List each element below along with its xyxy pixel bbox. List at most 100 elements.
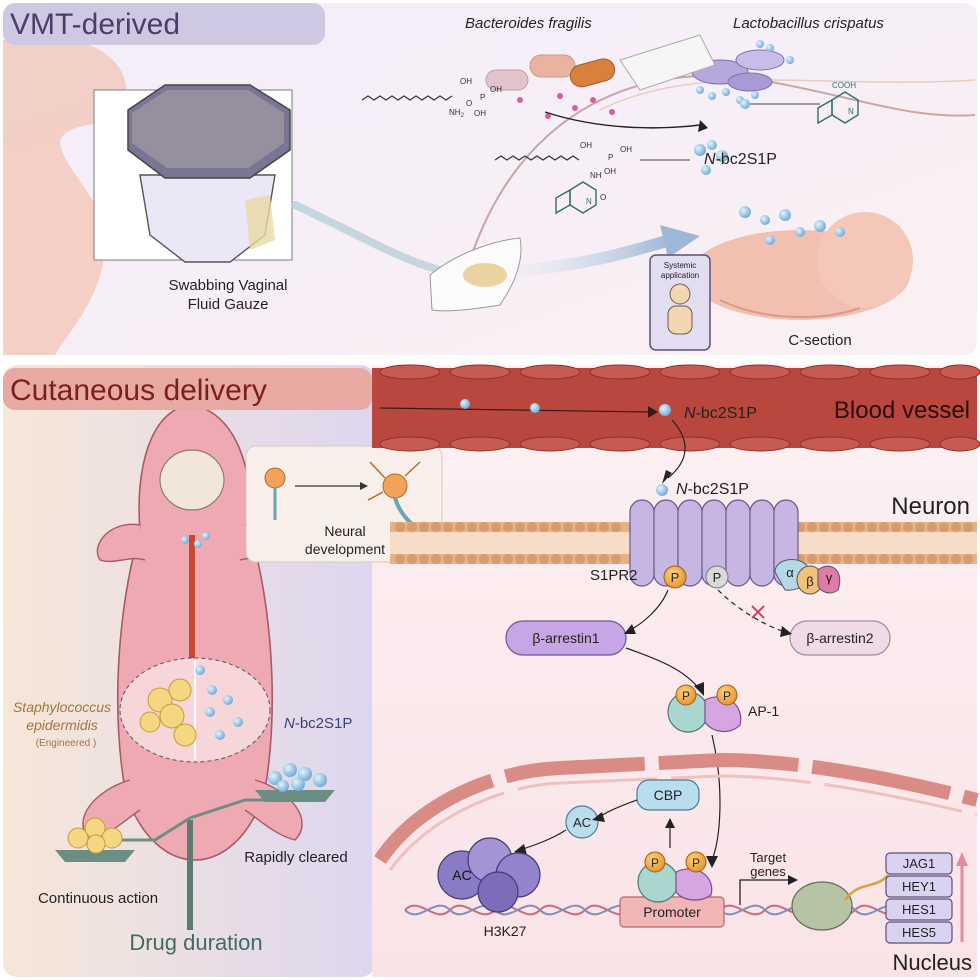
chem-oh2: OH xyxy=(490,85,502,94)
ap1-label: AP-1 xyxy=(748,703,779,719)
bacteroides-label: Bacteroides fragilis xyxy=(465,15,592,32)
arrow-ac-to-histone-head xyxy=(514,844,527,855)
top-title-bar xyxy=(3,3,325,45)
left-tray xyxy=(55,850,135,862)
arrow-to-barrestin2-head xyxy=(780,626,792,637)
vessel-to-neuron-arrow-head xyxy=(662,470,672,484)
vessel-molecule-suffix: -bc2S1P xyxy=(696,405,757,422)
neural-dev-arrow-head xyxy=(360,482,368,490)
staph-line2: epidermidis xyxy=(26,717,98,733)
arrow-to-ap1 xyxy=(625,647,701,691)
conjugation-arrow-head xyxy=(698,120,708,132)
mouse-brain xyxy=(159,449,225,511)
target-genes-line1: Target xyxy=(750,850,787,865)
chem-oh4: OH xyxy=(580,141,592,150)
chem-n2: N xyxy=(586,197,592,206)
nbc2s1p-cluster-top xyxy=(694,140,845,245)
transfer-arrow-2 xyxy=(519,234,676,276)
cbp-label: CBP xyxy=(654,787,683,803)
neural-dev-line2: development xyxy=(305,541,385,557)
staph-line1: Staphylococcus xyxy=(13,699,111,715)
staph-cluster-mouse xyxy=(139,678,197,747)
vessel-molecule-prefix: N xyxy=(684,405,696,422)
receptor-phospho-2-label: P xyxy=(713,570,722,585)
barrestin1-shape xyxy=(505,620,627,656)
barrestin1-label: β-arrestin1 xyxy=(532,630,599,646)
lactobacillus-label: Lactobacillus crispatus xyxy=(733,15,884,32)
gene-boxes xyxy=(885,852,953,944)
blood-vessel-label: Blood vessel xyxy=(834,397,970,424)
chem-oh5: OH xyxy=(620,145,632,154)
receptor-phospho-1 xyxy=(663,565,687,589)
transfer-arrow-1 xyxy=(291,201,444,274)
barrestin2-label: β-arrestin2 xyxy=(806,630,873,646)
receptor-molecule-label: N-bc2S1P xyxy=(676,481,749,498)
ap1-phospho-2-label: P xyxy=(723,689,731,703)
s1pr2-label: S1PR2 xyxy=(590,567,638,584)
chem-cooh: COOH xyxy=(832,81,856,90)
histone-complex xyxy=(437,837,541,913)
arrow-to-barrestin2-blocked xyxy=(717,589,787,633)
pink-metabolites xyxy=(517,93,615,119)
chem-nh2-sub: 2 xyxy=(461,113,465,119)
chem-oh1: OH xyxy=(460,77,472,86)
gene-jag1: JAG1 xyxy=(903,856,936,871)
chem-oh3: OH xyxy=(474,109,486,118)
top-molecule-label: N-bc2S1P xyxy=(704,151,777,168)
quinoline-ring-2b xyxy=(555,188,571,215)
right-tray-dots xyxy=(268,763,327,792)
gene-hes1: HES1 xyxy=(902,902,936,917)
baby-head xyxy=(817,212,913,308)
chem-o1: O xyxy=(466,99,472,108)
gauze-in-container xyxy=(245,195,275,250)
vessel-flow-arrow xyxy=(379,407,651,413)
target-genes-line2: genes xyxy=(750,864,786,879)
ac-shape xyxy=(565,805,599,839)
vessel-molecule-label: N-bc2S1P xyxy=(684,405,757,422)
left-tray-staph xyxy=(67,817,123,854)
promoter-phospho-2 xyxy=(685,851,707,873)
neuron-label: Neuron xyxy=(891,493,970,520)
chem-nh: NH xyxy=(590,171,602,180)
vessel-flow-arrow-head xyxy=(648,406,658,418)
neural-dev-line1: Neural xyxy=(324,523,365,539)
promoter-up-arrow-head xyxy=(665,818,675,828)
promoter-phospho-2-label: P xyxy=(692,856,700,870)
transfer-arrow-2-head xyxy=(660,225,700,258)
arrow-cbp-to-ac-head xyxy=(592,812,605,822)
vessel-cells xyxy=(379,364,980,452)
continuous-action-label: Continuous action xyxy=(38,890,158,907)
ac-label-1: AC xyxy=(573,815,591,830)
receptor-phospho-2 xyxy=(705,565,729,589)
blood-vessel xyxy=(372,368,977,448)
g-protein-gamma xyxy=(817,565,841,594)
systemic-line2: application xyxy=(661,271,699,280)
systemic-baby-head xyxy=(669,283,691,305)
chem-nh2-main: NH xyxy=(449,108,461,117)
bottom-title-bar xyxy=(3,368,372,410)
top-molecule-prefix: N xyxy=(704,151,716,168)
receptor-molecule-suffix: -bc2S1P xyxy=(688,481,749,498)
top-section-title: VMT-derived xyxy=(10,8,180,41)
container-lid-top xyxy=(132,90,284,168)
nuclear-envelope xyxy=(374,752,979,864)
mrna-strand xyxy=(844,874,889,901)
nuclear-envelope-inner xyxy=(388,774,978,871)
transcription-arrow-head xyxy=(788,875,798,885)
block-x-mark xyxy=(751,605,765,619)
top-molecule-suffix: -bc2S1P xyxy=(716,151,777,168)
upregulation-arrow-head xyxy=(956,852,968,866)
engineered-label: (Engineered ) xyxy=(36,738,97,749)
ac-label-2: AC xyxy=(452,867,471,883)
gene-hey1: HEY1 xyxy=(902,879,936,894)
s1pr2-receptor xyxy=(629,499,799,587)
receptor-phospho-1-label: P xyxy=(671,570,680,585)
arrow-ap1-to-promoter-head xyxy=(706,856,718,868)
scale-beam xyxy=(70,798,290,842)
gauze-stain xyxy=(463,263,507,287)
mouse-figure xyxy=(82,404,303,861)
bottom-section-title: Cutaneous delivery xyxy=(10,374,267,407)
transcription-arrow xyxy=(739,879,790,905)
chem-n1: N xyxy=(848,107,854,116)
